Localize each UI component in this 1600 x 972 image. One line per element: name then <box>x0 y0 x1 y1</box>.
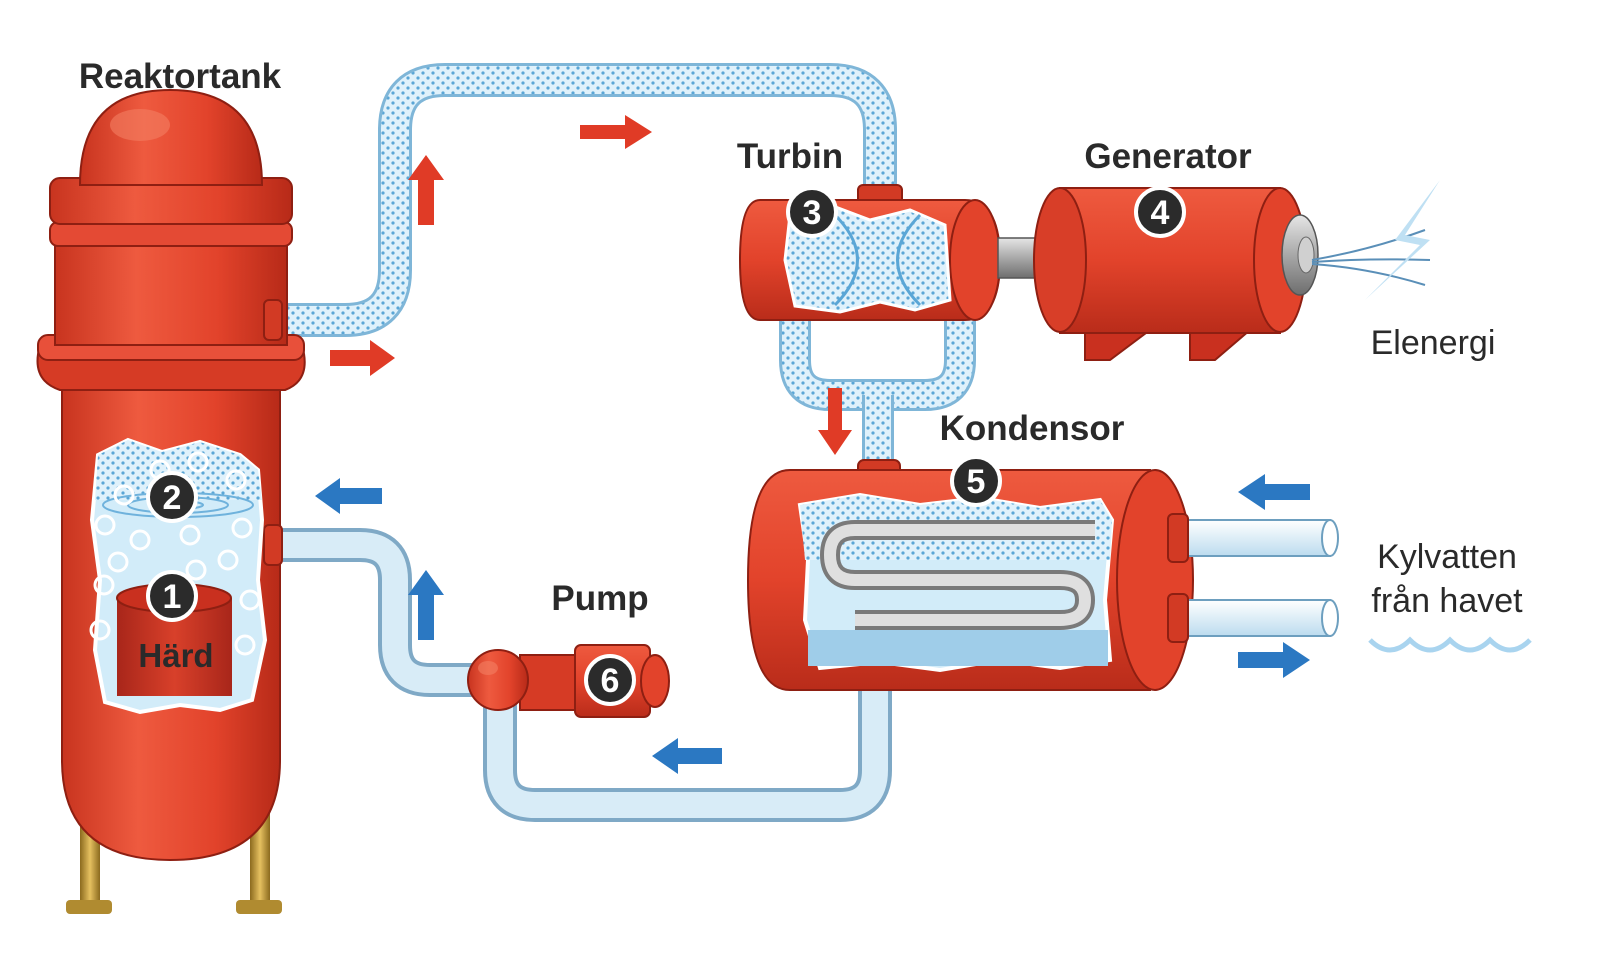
svg-text:6: 6 <box>601 662 620 700</box>
number-badge-3: 3 <box>786 186 838 238</box>
water-flow-arrow-icon <box>1238 642 1310 678</box>
water-flow-arrow-icon <box>315 478 382 514</box>
label-kylvatten: Kylvatten <box>1377 538 1517 576</box>
svg-text:5: 5 <box>967 463 986 501</box>
sea-waves-icon <box>1368 636 1532 653</box>
generator <box>1033 180 1440 361</box>
steam-flow-arrow-icon <box>330 340 395 376</box>
steam-pipe <box>275 63 897 337</box>
label-pump: Pump <box>551 579 648 618</box>
label-reaktortank: Reaktortank <box>79 57 282 96</box>
label-generator: Generator <box>1084 137 1252 176</box>
svg-text:1: 1 <box>163 578 182 616</box>
water-flow-arrow-icon <box>652 738 722 774</box>
flow-arrows <box>315 115 1310 774</box>
svg-text:4: 4 <box>1151 194 1170 232</box>
number-badge-6: 6 <box>584 654 636 706</box>
steam-flow-arrow-icon <box>818 388 852 455</box>
pump <box>467 644 670 718</box>
label-fran-havet: från havet <box>1371 582 1523 620</box>
number-badge-4: 4 <box>1134 186 1186 238</box>
steam-flow-arrow-icon <box>408 155 444 225</box>
reactor-tank <box>36 88 306 914</box>
condensate-pipe <box>483 690 892 822</box>
svg-text:3: 3 <box>803 194 822 232</box>
steam-flow-arrow-icon <box>580 115 652 149</box>
svg-text:2: 2 <box>163 479 182 517</box>
number-badge-5: 5 <box>950 455 1002 507</box>
feedwater-pipe <box>275 528 485 697</box>
turbine <box>738 184 1044 321</box>
label-elenergi: Elenergi <box>1371 324 1496 362</box>
label-kondensor: Kondensor <box>940 409 1125 448</box>
number-badge-2: 2 <box>146 471 198 523</box>
label-hard: Härd <box>138 637 213 674</box>
condenser <box>746 459 1339 691</box>
label-turbin: Turbin <box>737 137 843 176</box>
water-flow-arrow-icon <box>408 570 444 640</box>
exhaust-pipe <box>779 320 976 470</box>
lightning-icon <box>1365 180 1440 300</box>
water-flow-arrow-icon <box>1238 474 1310 510</box>
number-badge-1: 1 <box>146 570 198 622</box>
